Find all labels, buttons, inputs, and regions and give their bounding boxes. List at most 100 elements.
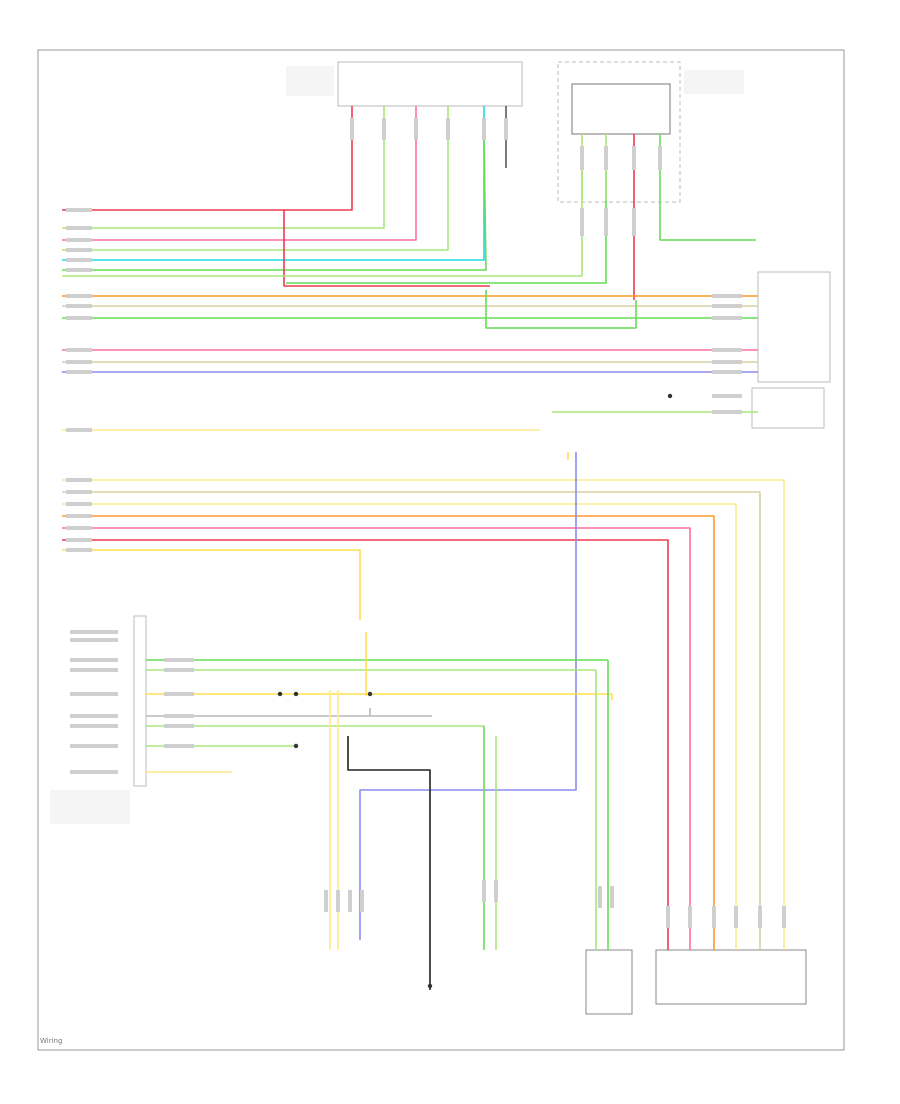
- wire-label-marker: [66, 370, 92, 374]
- wire-label-marker: [66, 258, 92, 262]
- wire-lightgreen-2: [62, 106, 385, 229]
- wire-label-marker: [712, 394, 742, 398]
- wire-label-marker: [604, 146, 608, 170]
- wire-label-marker: [348, 890, 352, 912]
- wire-label-marker: [70, 630, 118, 634]
- wire-label-marker: [712, 906, 716, 928]
- top-right-connector: [557, 61, 744, 203]
- wire-label-marker: [66, 514, 92, 518]
- wire-label-marker: [666, 906, 670, 928]
- wire-label-marker: [164, 724, 194, 728]
- connector-label-block: [286, 66, 334, 96]
- wire-label-marker: [66, 502, 92, 506]
- wire-black-54: [347, 736, 431, 990]
- label-layer: [66, 118, 786, 989]
- connector-label-block: [684, 70, 744, 94]
- wire-label-marker: [494, 880, 498, 902]
- bottom-connectors: [585, 949, 807, 1015]
- wire-label-marker: [164, 658, 194, 662]
- wire-label-marker: [336, 890, 340, 912]
- wire-label-marker: [66, 238, 92, 242]
- wire-label-marker: [414, 118, 418, 140]
- wire-label-marker: [70, 714, 118, 718]
- wire-label-marker: [632, 208, 636, 236]
- wire-label-marker: [70, 658, 118, 662]
- wire-green-14: [659, 134, 756, 241]
- wire-label-marker: [712, 316, 742, 320]
- wire-blue-31: [359, 452, 577, 940]
- wire-label-marker: [446, 118, 450, 140]
- wire-label-marker: [580, 146, 584, 170]
- wire-label-marker: [324, 890, 328, 912]
- wire-yellow-30: [62, 549, 361, 620]
- wire-label-marker: [164, 714, 194, 718]
- wire-label-marker: [70, 770, 118, 774]
- splice-dot: [427, 983, 433, 989]
- wire-label-marker: [598, 886, 602, 908]
- module-label-block: [50, 790, 130, 824]
- wire-label-marker: [610, 886, 614, 908]
- wire-green-6: [62, 139, 487, 271]
- splice-dot: [667, 393, 673, 399]
- wire-green-10: [286, 160, 607, 284]
- wire-tan-25: [62, 491, 761, 740]
- wire-label-marker: [712, 410, 742, 414]
- wire-label-marker: [70, 668, 118, 672]
- wire-red-29: [62, 539, 669, 740]
- wire-orange-27: [62, 515, 715, 740]
- wire-label-marker: [712, 304, 742, 308]
- right-module-connector: [751, 271, 831, 429]
- wire-label-marker: [782, 906, 786, 928]
- wire-label-marker: [66, 428, 92, 432]
- wire-lightgreen-9: [62, 160, 583, 277]
- wire-pink-3: [62, 106, 417, 241]
- wire-label-marker: [66, 490, 92, 494]
- wire-cyan-5: [62, 106, 485, 261]
- wire-label-marker: [164, 744, 194, 748]
- wire-label-marker: [70, 692, 118, 696]
- splice-dot: [293, 743, 299, 749]
- wire-red-1: [62, 106, 353, 211]
- wire-label-marker: [712, 348, 742, 352]
- wire-paleyellow-26: [62, 503, 737, 740]
- wire-label-marker: [482, 118, 486, 140]
- wire-label-marker: [70, 744, 118, 748]
- splice-dot: [293, 691, 299, 697]
- wire-label-marker: [504, 118, 508, 140]
- wire-label-marker: [66, 304, 92, 308]
- wire-label-marker: [658, 146, 662, 170]
- wire-label-marker: [66, 294, 92, 298]
- wire-label-marker: [70, 638, 118, 642]
- wire-pink-28: [62, 527, 691, 740]
- wire-label-marker: [482, 880, 486, 902]
- wire-label-marker: [580, 208, 584, 236]
- wire-label-marker: [66, 360, 92, 364]
- wire-label-marker: [734, 906, 738, 928]
- wire-label-marker: [66, 478, 92, 482]
- wire-label-marker: [758, 906, 762, 928]
- wire-label-marker: [66, 268, 92, 272]
- wire-label-marker: [382, 118, 386, 140]
- wire-label-marker: [66, 526, 92, 530]
- diagram-border: [37, 49, 845, 1051]
- wire-label-marker: [70, 724, 118, 728]
- wire-label-marker: [360, 890, 364, 912]
- wire-label-marker: [66, 348, 92, 352]
- wire-label-marker: [712, 370, 742, 374]
- wire-label-marker: [164, 668, 194, 672]
- wire-lightgreen-4: [62, 106, 449, 251]
- wire-label-marker: [632, 146, 636, 170]
- wire-label-marker: [712, 294, 742, 298]
- wire-label-marker: [604, 208, 608, 236]
- splice-dot: [367, 691, 373, 697]
- wire-label-marker: [712, 360, 742, 364]
- wire-label-marker: [66, 248, 92, 252]
- wire-label-marker: [66, 538, 92, 542]
- top-center-connector: [286, 61, 523, 107]
- wire-red-8: [283, 210, 490, 287]
- transmission-control-module: [50, 615, 147, 824]
- wire-layer: [62, 106, 785, 990]
- wire-label-marker: [66, 316, 92, 320]
